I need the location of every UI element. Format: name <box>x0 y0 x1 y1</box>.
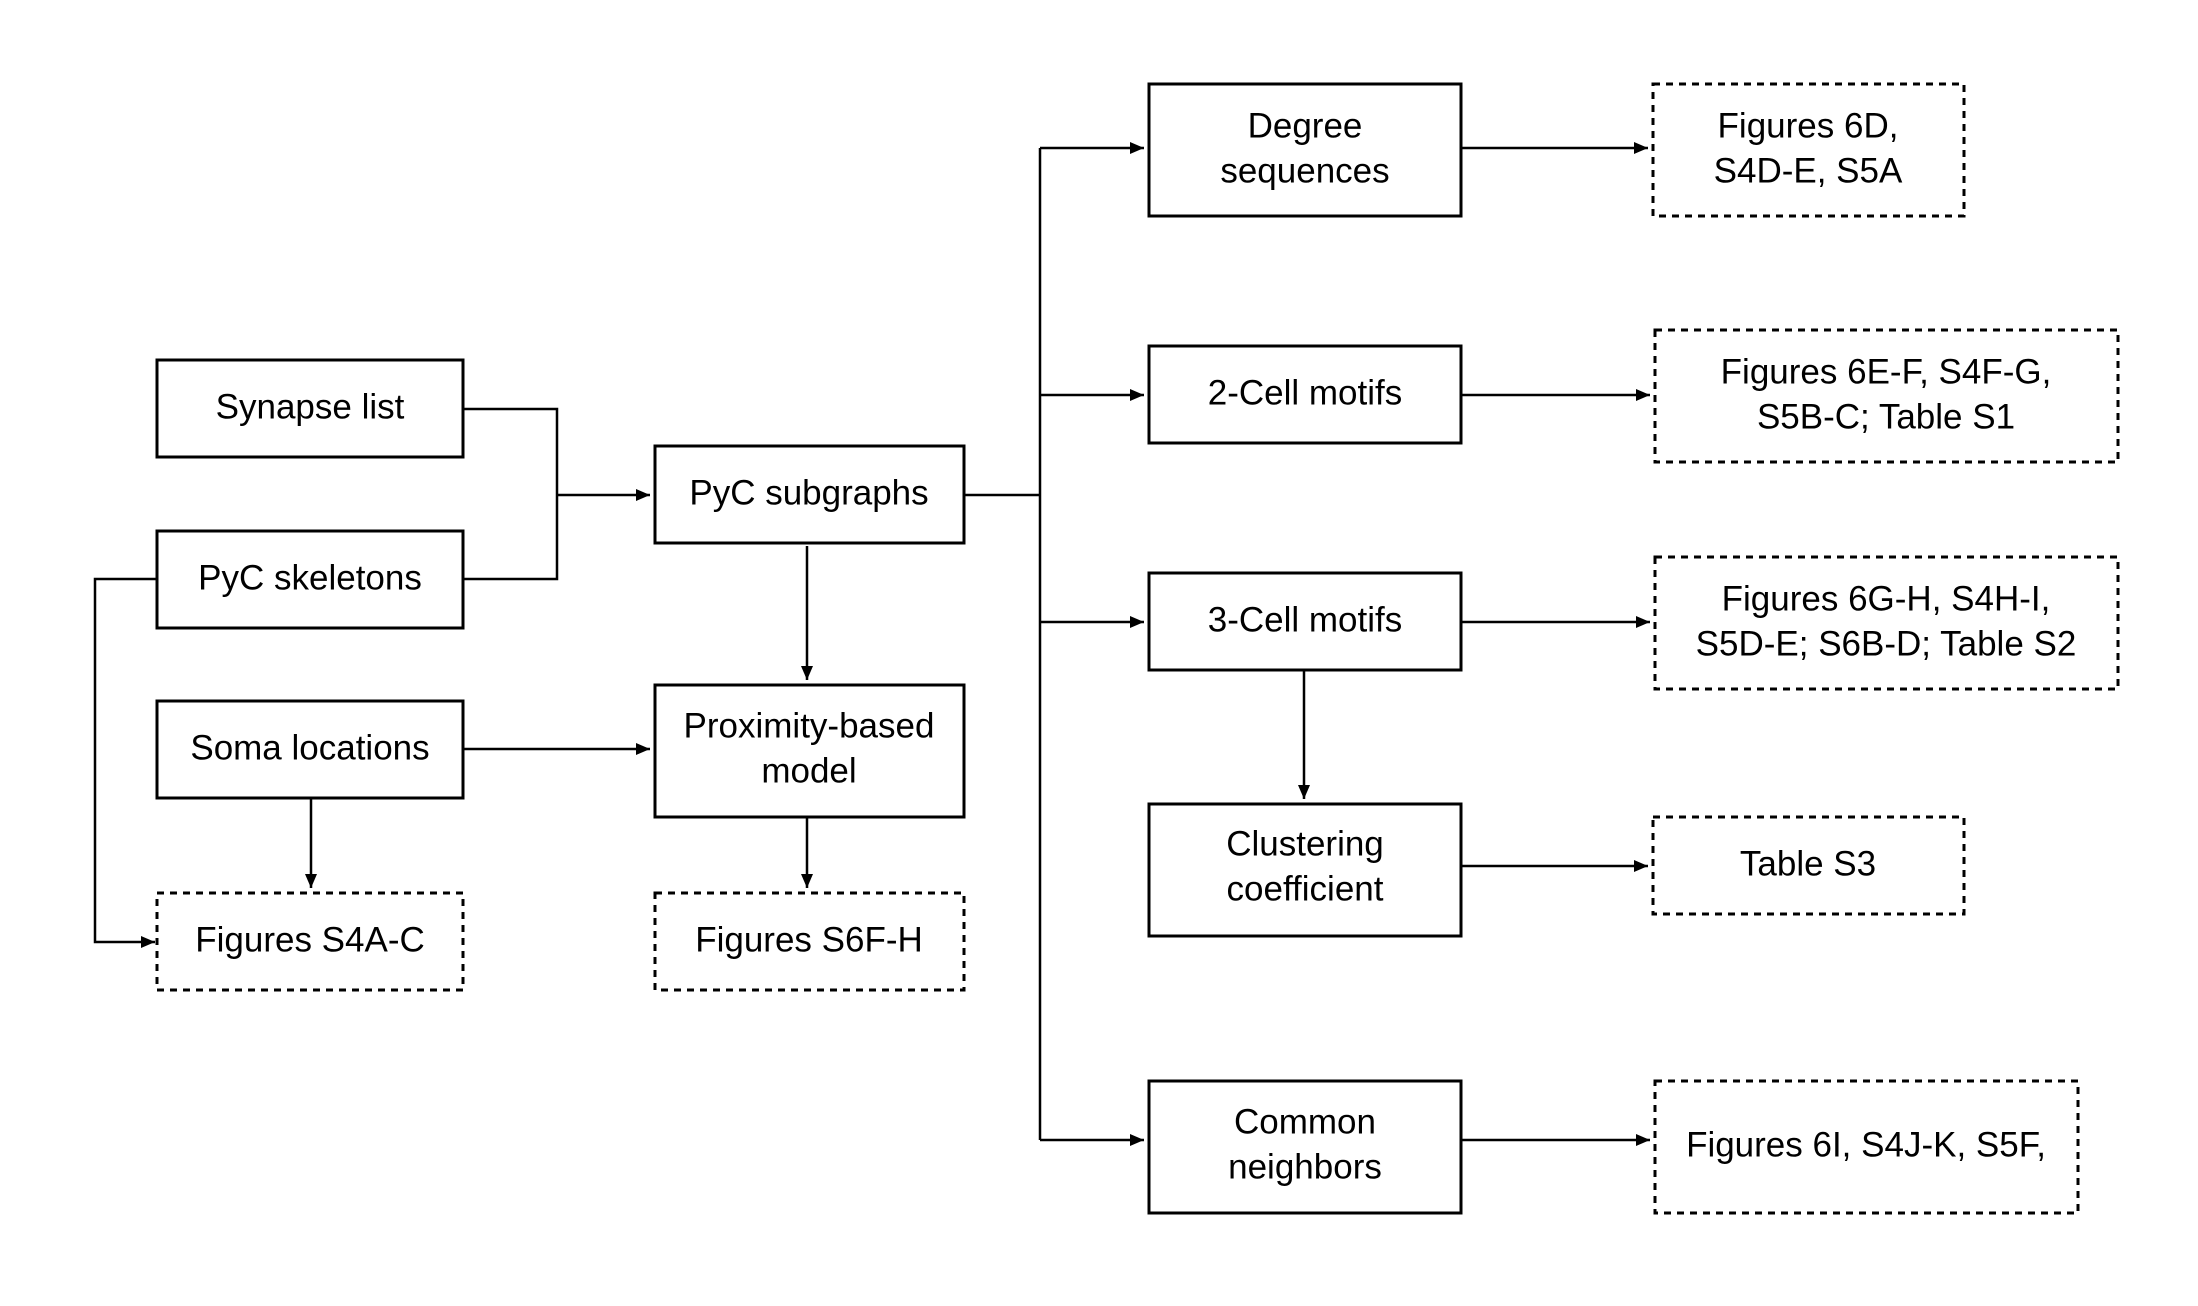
degree-sequences-label-line-2: sequences <box>1220 151 1389 190</box>
common-neighbors-figures-node: Figures 6I, S4J-K, S5F, <box>1653 1079 2080 1215</box>
synapse-list-node: Synapse list <box>155 358 465 459</box>
two-cell-figures-node: Figures 6E-F, S4F-G, S5B-C; Table S1 <box>1653 328 2120 464</box>
proximity-model-node: Proximity-based model <box>653 683 966 819</box>
common-neighbors-label-line-1: Common <box>1234 1102 1376 1141</box>
proximity-model-label-line-1: Proximity-based <box>684 706 935 745</box>
three-cell-figures-label-line-2: S5D-E; S6B-D; Table S2 <box>1696 624 2077 663</box>
clustering-coefficient-node: Clustering coefficient <box>1147 802 1463 938</box>
clustering-coefficient-label-line-2: coefficient <box>1227 869 1384 908</box>
common-neighbors-figures-label: Figures 6I, S4J-K, S5F, <box>1686 1125 2046 1164</box>
clustering-table-node: Table S3 <box>1651 815 1966 916</box>
degree-figures-node: Figures 6D, S4D-E, S5A <box>1651 82 1966 218</box>
degree-figures-label-line-1: Figures 6D, <box>1718 106 1899 145</box>
synapse-list-label: Synapse list <box>216 387 405 426</box>
figures-s6f-h-label: Figures S6F-H <box>695 920 923 959</box>
pyc-skeletons-label: PyC skeletons <box>198 558 422 597</box>
soma-locations-node: Soma locations <box>155 699 465 800</box>
soma-locations-label: Soma locations <box>190 728 429 767</box>
connector-pyc-skeletons-to-merge <box>463 495 559 581</box>
pyc-skeletons-node: PyC skeletons <box>155 529 465 630</box>
three-cell-figures-node: Figures 6G-H, S4H-I, S5D-E; S6B-D; Table… <box>1653 555 2120 691</box>
two-cell-motifs-label: 2-Cell motifs <box>1208 373 1402 412</box>
connector-synapse-list-to-merge <box>463 407 559 495</box>
degree-sequences-label-line-1: Degree <box>1248 106 1363 145</box>
figures-s6f-h-node: Figures S6F-H <box>653 891 966 992</box>
figures-s4a-c-node: Figures S4A-C <box>155 891 465 992</box>
proximity-model-label-line-2: model <box>761 751 856 790</box>
three-cell-motifs-node: 3-Cell motifs <box>1147 571 1463 672</box>
connectors <box>93 142 1650 1146</box>
common-neighbors-label-line-2: neighbors <box>1228 1147 1382 1186</box>
degree-sequences-node: Degree sequences <box>1147 82 1463 218</box>
pyc-subgraphs-node: PyC subgraphs <box>653 444 966 545</box>
clustering-table-label: Table S3 <box>1740 844 1876 883</box>
arrow-pyc-skeletons-to-figures-s4a-c <box>93 577 157 948</box>
three-cell-figures-label-line-1: Figures 6G-H, S4H-I, <box>1722 579 2051 618</box>
two-cell-motifs-node: 2-Cell motifs <box>1147 344 1463 445</box>
two-cell-figures-label-line-2: S5B-C; Table S1 <box>1757 397 2015 436</box>
two-cell-figures-label-line-1: Figures 6E-F, S4F-G, <box>1721 352 2052 391</box>
pyc-subgraphs-label: PyC subgraphs <box>689 473 928 512</box>
common-neighbors-node: Common neighbors <box>1147 1079 1463 1215</box>
degree-figures-label-line-2: S4D-E, S5A <box>1714 151 1903 190</box>
figures-s4a-c-label: Figures S4A-C <box>195 920 425 959</box>
clustering-coefficient-label-line-1: Clustering <box>1226 824 1384 863</box>
three-cell-motifs-label: 3-Cell motifs <box>1208 600 1402 639</box>
